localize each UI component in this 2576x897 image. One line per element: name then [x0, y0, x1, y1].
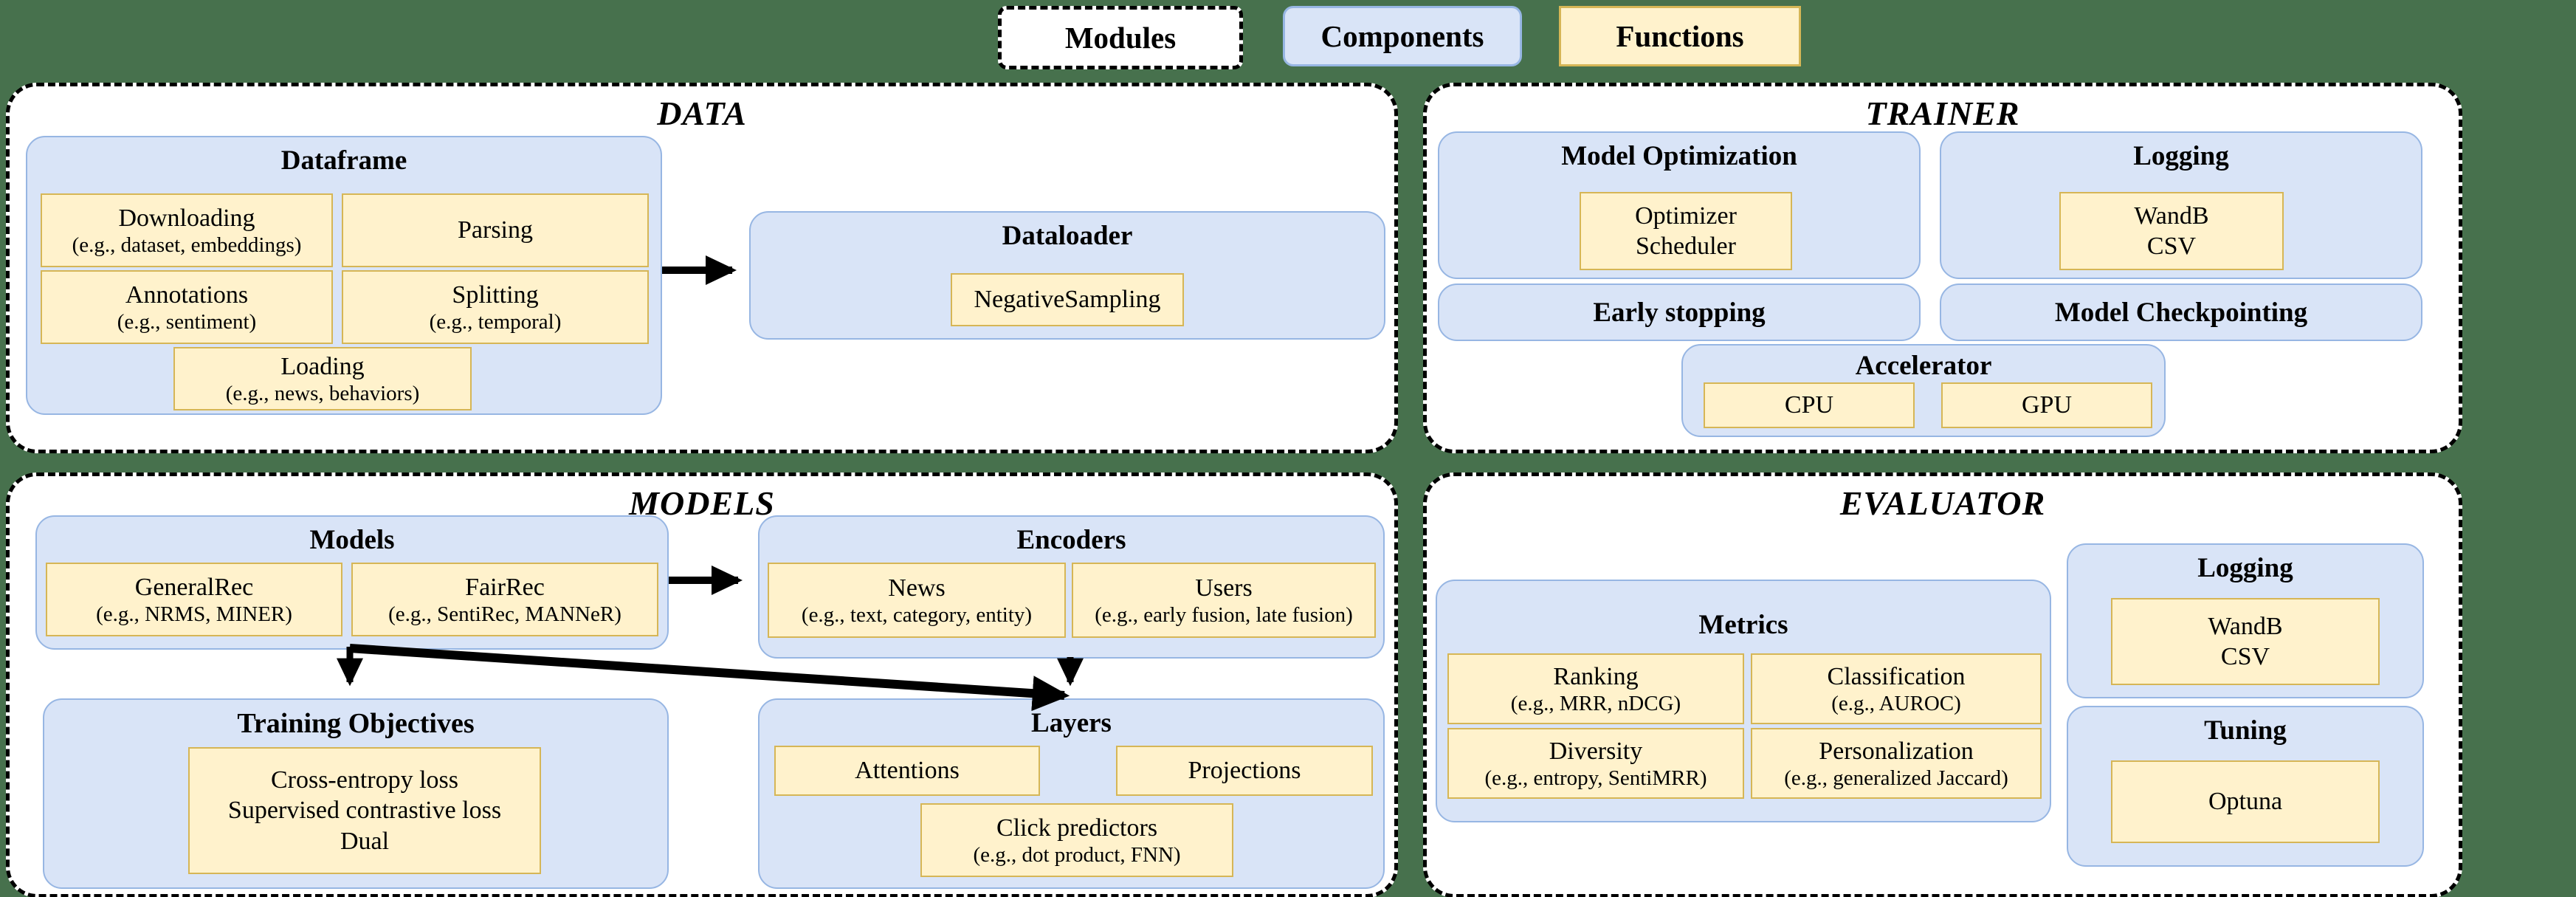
function-annotations-sub: (e.g., sentiment) — [117, 310, 257, 334]
function-news-encoder-label: News — [888, 574, 946, 602]
function-splitting-sub: (e.g., temporal) — [429, 310, 562, 334]
function-fairrec: FairRec (e.g., SentiRec, MANNeR) — [351, 563, 658, 636]
function-projections: Projections — [1116, 746, 1373, 796]
function-loading: Loading (e.g., news, behaviors) — [173, 347, 472, 410]
function-optimizer-scheduler: Optimizer Scheduler — [1580, 192, 1792, 270]
function-fairrec-label: FairRec — [465, 573, 545, 601]
function-news-encoder-sub: (e.g., text, category, entity) — [801, 603, 1033, 628]
function-trainer-wandb-csv: WandB CSV — [2059, 192, 2284, 270]
function-optuna-label: Optuna — [2208, 788, 2283, 816]
function-classification-sub: (e.g., AUROC) — [1831, 692, 1961, 716]
function-attentions-label: Attentions — [855, 757, 960, 785]
component-model-optimization-title: Model Optimization — [1561, 141, 1797, 171]
function-gpu: GPU — [1941, 382, 2152, 428]
module-evaluator-title: EVALUATOR — [1839, 484, 2046, 522]
function-users-encoder: Users (e.g., early fusion, late fusion) — [1072, 563, 1376, 638]
function-downloading-label: Downloading — [118, 204, 255, 232]
component-tuning-title: Tuning — [2204, 715, 2287, 746]
function-loss-supervised-contrastive: Supervised contrastive loss — [227, 797, 502, 825]
function-diversity: Diversity (e.g., entropy, SentiMRR) — [1447, 728, 1744, 799]
function-downloading-sub: (e.g., dataset, embeddings) — [72, 233, 302, 258]
component-model-checkpointing-title: Model Checkpointing — [2054, 297, 2308, 328]
component-evaluator-logging-title: Logging — [2197, 553, 2293, 583]
component-training-objectives-title: Training Objectives — [237, 708, 475, 739]
legend-functions-label: Functions — [1616, 19, 1744, 53]
component-layers-title: Layers — [1031, 708, 1112, 738]
function-parsing-label: Parsing — [458, 216, 533, 244]
function-trainer-csv-label: CSV — [2146, 233, 2197, 260]
component-accelerator-title: Accelerator — [1855, 351, 1992, 381]
function-trainer-wandb-label: WandB — [2134, 202, 2209, 230]
component-models-title: Models — [309, 525, 395, 555]
function-personalization-sub: (e.g., generalized Jaccard) — [1784, 766, 2008, 791]
function-negative-sampling-label: NegativeSampling — [974, 286, 1161, 314]
function-optuna: Optuna — [2111, 760, 2380, 843]
function-loading-label: Loading — [280, 352, 365, 380]
function-diversity-label: Diversity — [1549, 737, 1643, 765]
function-gpu-label: GPU — [2021, 391, 2073, 419]
component-dataloader-title: Dataloader — [1002, 221, 1133, 251]
function-fairrec-sub: (e.g., SentiRec, MANNeR) — [388, 602, 621, 627]
function-generalrec: GeneralRec (e.g., NRMS, MINER) — [46, 563, 342, 636]
function-negative-sampling: NegativeSampling — [951, 273, 1184, 326]
function-users-encoder-label: Users — [1195, 574, 1253, 602]
function-ranking-label: Ranking — [1553, 662, 1639, 690]
function-personalization: Personalization (e.g., generalized Jacca… — [1751, 728, 2042, 799]
function-classification-label: Classification — [1827, 662, 1966, 690]
legend-components-label: Components — [1320, 19, 1484, 53]
function-click-predictors-sub: (e.g., dot product, FNN) — [973, 843, 1181, 867]
function-losses: Cross-entropy loss Supervised contrastiv… — [188, 747, 541, 874]
function-projections-label: Projections — [1188, 757, 1301, 785]
function-attentions: Attentions — [774, 746, 1040, 796]
function-cpu: CPU — [1704, 382, 1915, 428]
module-trainer-title: TRAINER — [1865, 94, 2020, 132]
legend-modules-label: Modules — [1064, 21, 1177, 55]
function-generalrec-label: GeneralRec — [134, 573, 254, 601]
component-dataframe-title: Dataframe — [280, 145, 407, 176]
function-click-predictors: Click predictors (e.g., dot product, FNN… — [920, 803, 1233, 877]
function-cpu-label: CPU — [1784, 391, 1834, 419]
component-model-checkpointing: Model Checkpointing — [1940, 283, 2422, 341]
function-scheduler-label: Scheduler — [1636, 233, 1736, 260]
legend-functions: Functions — [1559, 6, 1801, 66]
function-loss-cross-entropy: Cross-entropy loss — [270, 766, 459, 794]
function-personalization-label: Personalization — [1819, 737, 1974, 765]
component-trainer-logging-title: Logging — [2133, 141, 2229, 171]
function-users-encoder-sub: (e.g., early fusion, late fusion) — [1095, 603, 1353, 628]
component-early-stopping: Early stopping — [1438, 283, 1921, 341]
function-evaluator-csv-label: CSV — [2220, 643, 2270, 670]
function-annotations: Annotations (e.g., sentiment) — [41, 270, 333, 344]
function-ranking-sub: (e.g., MRR, nDCG) — [1510, 692, 1681, 716]
function-generalrec-sub: (e.g., NRMS, MINER) — [96, 602, 292, 627]
legend-modules: Modules — [998, 6, 1243, 69]
function-diversity-sub: (e.g., entropy, SentiMRR) — [1484, 766, 1707, 791]
function-evaluator-wandb-label: WandB — [2208, 612, 2283, 640]
function-splitting-label: Splitting — [452, 281, 539, 309]
function-parsing: Parsing — [342, 193, 649, 267]
legend-components: Components — [1283, 6, 1522, 66]
function-classification: Classification (e.g., AUROC) — [1751, 653, 2042, 724]
function-annotations-label: Annotations — [125, 281, 249, 309]
function-click-predictors-label: Click predictors — [996, 814, 1158, 842]
function-splitting: Splitting (e.g., temporal) — [342, 270, 649, 344]
component-metrics-title: Metrics — [1698, 610, 1788, 640]
function-news-encoder: News (e.g., text, category, entity) — [768, 563, 1066, 638]
function-ranking: Ranking (e.g., MRR, nDCG) — [1447, 653, 1744, 724]
function-optimizer-label: Optimizer — [1635, 202, 1737, 230]
function-loss-dual: Dual — [340, 827, 390, 855]
function-evaluator-wandb-csv: WandB CSV — [2111, 598, 2380, 685]
component-encoders-title: Encoders — [1016, 525, 1126, 555]
module-data-title: DATA — [657, 94, 747, 132]
component-early-stopping-title: Early stopping — [1593, 297, 1766, 328]
function-loading-sub: (e.g., news, behaviors) — [225, 382, 420, 406]
function-downloading: Downloading (e.g., dataset, embeddings) — [41, 193, 333, 267]
